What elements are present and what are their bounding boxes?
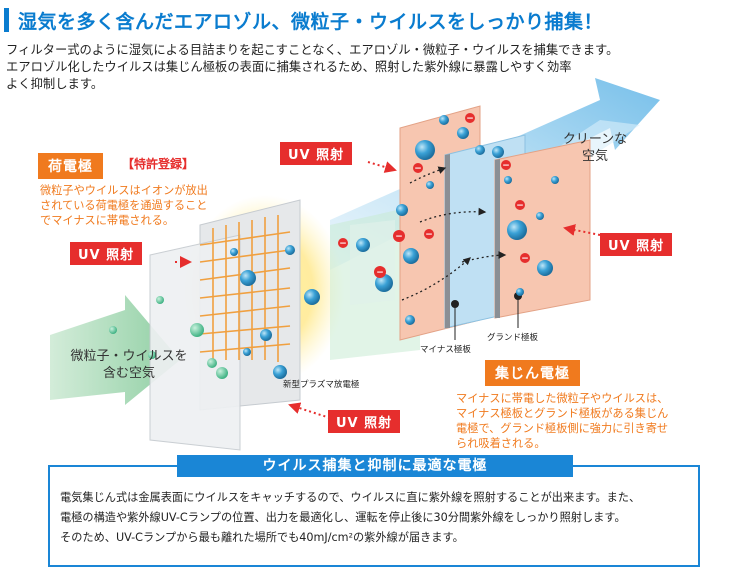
collector-desc-line: 電極で、グランド極板側に強力に引き寄せ xyxy=(456,422,669,435)
intro-text: フィルター式のように湿気による目詰まりを起こすことなく、エアロゾル・微粒子・ウイ… xyxy=(6,42,722,93)
collector-electrode-label: 集じん電極 xyxy=(485,360,580,386)
inflow-line: 微粒子・ウイルスを xyxy=(70,349,188,364)
plasma-electrode-label: 新型プラズマ放電極 xyxy=(283,380,360,390)
uv-label-right: UV 照射 xyxy=(600,233,673,256)
collector-desc-line: マイナスに帯電した微粒子やウイルスは、 xyxy=(456,392,669,405)
svg-text:−: − xyxy=(339,239,347,249)
title-accent-bar xyxy=(4,8,9,32)
intro-line: エアロゾル化したウイルスは集じん極板の表面に捕集されるため、照射した紫外線に暴露… xyxy=(6,60,572,74)
info-box-body: 電気集じん式は金属表面にウイルスをキャッチするので、ウイルスに直に紫外線を照射す… xyxy=(60,488,696,548)
dotted-flow-arrows xyxy=(401,166,507,301)
charging-desc-line: でマイナスに帯電される。 xyxy=(40,214,175,227)
svg-text:−: − xyxy=(376,268,384,278)
charging-electrode-label: 荷電極 xyxy=(38,153,103,179)
inflow-arrow xyxy=(50,295,180,405)
info-line: そのため、UV-Cランプから最も離れた場所でも40mJ/cm²の紫外線が届きます… xyxy=(60,531,464,544)
svg-text:−: − xyxy=(395,232,403,242)
ground-plate-label: グランド極板 xyxy=(487,333,539,343)
intermediate-plate-2 xyxy=(350,220,395,305)
info-line: 電気集じん式は金属表面にウイルスをキャッチするので、ウイルスに直に紫外線を照射す… xyxy=(60,491,641,504)
uv-label-top: UV 照射 xyxy=(280,142,353,165)
minus-ions: − − − − − − − − − xyxy=(338,113,530,278)
svg-text:−: − xyxy=(414,164,422,174)
plate-leader-lines xyxy=(454,296,519,340)
charging-description: 微粒子やウイルスはイオンが放出 されている荷電極を通過すること でマイナスに帯電… xyxy=(40,183,208,228)
info-box-heading: ウイルス捕集と抑制に最適な電極 xyxy=(177,455,573,477)
info-line: 電極の構造や紫外線UV-Cランプの位置、出力を最適化し、運転を停止後に30分間紫… xyxy=(60,511,626,524)
uv-label-bottom: UV 照射 xyxy=(328,410,401,433)
plasma-grid xyxy=(199,215,291,362)
uv-arrows xyxy=(175,161,601,419)
patent-label: 【特許登録】 xyxy=(122,157,195,171)
inflow-line: 含む空気 xyxy=(102,366,155,381)
clean-air-line: クリーンな xyxy=(562,132,628,147)
title-bar: 湿気を多く含んだエアロゾル、微粒子・ウイルスをしっかり捕集！ xyxy=(4,5,726,35)
svg-text:−: − xyxy=(425,230,433,240)
minus-plate-side xyxy=(445,154,450,328)
clean-air-label: クリーンな 空気 xyxy=(560,131,630,165)
intro-line: フィルター式のように湿気による目詰まりを起こすことなく、エアロゾル・微粒子・ウイ… xyxy=(6,43,619,57)
collector-description: マイナスに帯電した微粒子やウイルスは、 マイナス極板とグランド極板がある集じん … xyxy=(456,391,668,451)
info-box xyxy=(48,465,700,567)
intro-line: よく抑制します。 xyxy=(6,77,104,91)
svg-text:−: − xyxy=(466,114,474,124)
svg-text:−: − xyxy=(502,161,510,171)
charging-desc-line: 微粒子やウイルスはイオンが放出 xyxy=(40,184,208,197)
minus-plate-label: マイナス極板 xyxy=(420,345,471,355)
minus-plate-dot xyxy=(451,300,459,308)
charging-desc-line: されている荷電極を通過すること xyxy=(40,199,208,212)
collector-desc-line: マイナス極板とグランド極板がある集じん xyxy=(456,407,669,420)
svg-text:−: − xyxy=(516,201,524,211)
collector-desc-line: られ吸着される。 xyxy=(456,437,546,450)
page-title: 湿気を多く含んだエアロゾル、微粒子・ウイルスをしっかり捕集！ xyxy=(18,11,604,33)
charging-plate-front xyxy=(149,234,241,451)
inflow-label: 微粒子・ウイルスを 含む空気 xyxy=(70,348,188,382)
uv-label-left: UV 照射 xyxy=(70,242,143,265)
svg-text:−: − xyxy=(521,254,529,264)
clean-air-line: 空気 xyxy=(581,149,608,164)
particles xyxy=(109,115,559,379)
ground-plate-side xyxy=(495,159,500,318)
